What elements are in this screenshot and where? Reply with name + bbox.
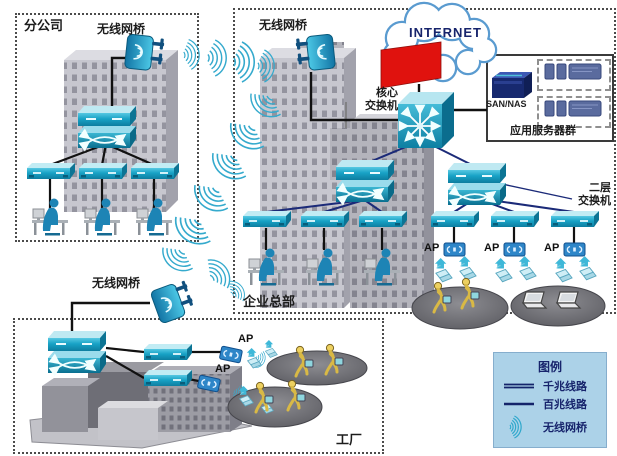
core-switch-label-line2: 交换机: [365, 100, 398, 112]
fast-ethernet-line-sample-icon: [504, 402, 534, 405]
branch-bridge-label: 无线网桥: [97, 22, 146, 36]
factory-title: 工厂: [336, 432, 363, 447]
core-switch-label-line1: 核心: [376, 87, 398, 99]
legend-label-wireless: 无线网桥: [543, 422, 587, 434]
legend-item-fast-ethernet: 百兆线路: [502, 396, 606, 411]
hq-bridge-label: 无线网桥: [259, 18, 308, 32]
branch-office-box: [15, 13, 199, 242]
gigabit-line-sample-icon: [504, 383, 534, 388]
legend-label-fast-ethernet: 百兆线路: [543, 398, 587, 411]
factory-ap-label-2: AP: [215, 363, 231, 375]
l2-switch-label-line2: 交换机: [578, 195, 611, 207]
legend-label-gigabit: 千兆线路: [543, 380, 587, 393]
internet-label: INTERNET: [409, 25, 482, 40]
hq-title: 企业总部: [243, 294, 296, 309]
core-switch-label: 核心 交换机: [358, 87, 398, 113]
factory-ap-label-1: AP: [238, 333, 254, 345]
ap-label-2: AP: [484, 242, 500, 254]
legend-item-wireless: 无线网桥: [502, 414, 606, 440]
branch-office-title: 分公司: [24, 18, 64, 33]
legend-title: 图例: [537, 360, 562, 374]
wireless-bridge-sample-icon: [509, 415, 522, 439]
legend-item-gigabit: 千兆线路: [502, 378, 606, 393]
ap-label-1: AP: [424, 242, 440, 254]
san-nas-label: SAN/NAS: [486, 99, 527, 109]
legend: 图例 千兆线路 百兆线路 无线网桥: [493, 352, 607, 448]
l2-switch-label-line1: 二层: [589, 182, 611, 194]
factory-bridge-label: 无线网桥: [92, 276, 141, 290]
server-group-title: 应用服务器群: [510, 125, 576, 137]
server-subgroup-box-1: [537, 59, 611, 91]
factory-box: [13, 318, 384, 454]
l2-switch-label: 二层 交换机: [573, 182, 611, 208]
ap-label-3: AP: [544, 242, 560, 254]
